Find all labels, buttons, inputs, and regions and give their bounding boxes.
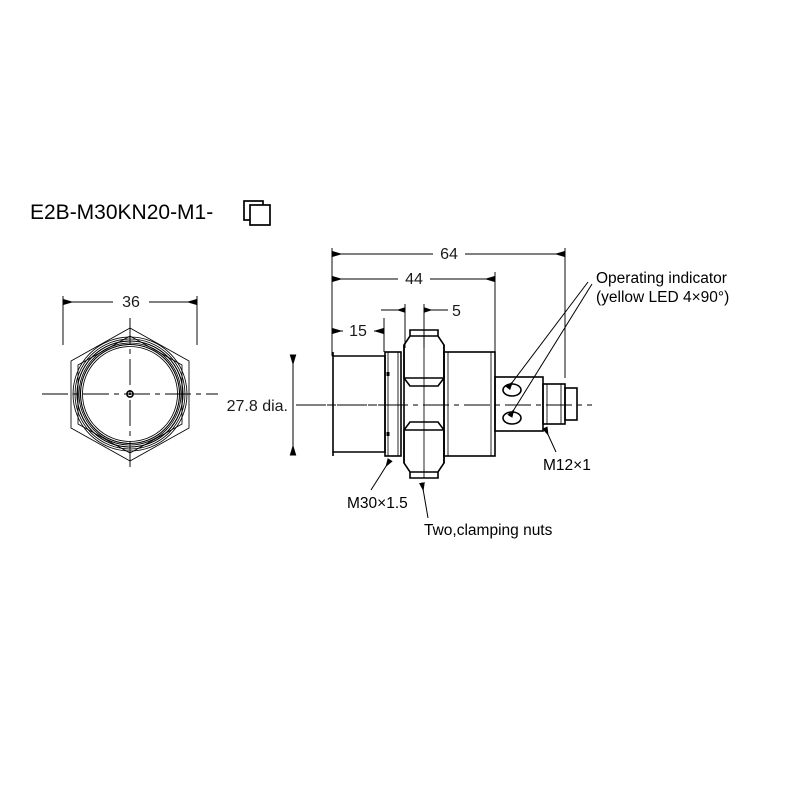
dimension-label-36: 36 — [122, 294, 140, 311]
dimension-label-64: 64 — [440, 246, 458, 263]
led-indicator-upper — [502, 383, 522, 397]
sensor-barrel-body — [332, 352, 386, 456]
connector-collar — [494, 376, 544, 432]
dimension-label-44: 44 — [405, 271, 423, 288]
callout-m30-thread: M30×1.5 — [347, 458, 408, 512]
front-hexagon-view: 36 — [42, 290, 218, 470]
callout-label-m12: M12×1 — [543, 457, 591, 474]
center-point-mark — [126, 390, 134, 398]
callout-label-operating-indicator-line1: Operating indicator — [596, 270, 727, 287]
thread-tick-upper — [386, 372, 390, 376]
led-indicator-lower — [502, 411, 522, 425]
threaded-shank — [384, 351, 402, 457]
dimension-15-group: 15 — [331, 320, 385, 341]
leader-m12 — [542, 426, 557, 453]
part-number-title-group: E2B-M30KN20-M1- — [30, 200, 271, 226]
dim-44-text-mask — [398, 268, 430, 289]
side-profile-view: 64 44 5 15 27.8 d — [227, 243, 592, 479]
rear-body-rect — [443, 351, 496, 457]
nut-bottom-cap — [409, 472, 439, 479]
connector-thread-rect — [542, 383, 566, 425]
dim-64-text-mask — [433, 243, 465, 264]
page-title: E2B-M30KN20-M1- — [30, 201, 213, 224]
shank-rect — [384, 351, 402, 457]
leader-clamping-nuts — [419, 482, 429, 519]
collar-rect — [494, 376, 544, 432]
barrel-outline — [332, 352, 386, 456]
title-placeholder-box-2 — [249, 204, 271, 226]
callout-m12-thread: M12×1 — [542, 426, 591, 474]
callout-label-clamping-nuts: Two,clamping nuts — [424, 522, 553, 539]
callout-clamping-nuts: Two,clamping nuts — [419, 482, 553, 539]
callout-label-m30: M30×1.5 — [347, 495, 408, 512]
dim-15-text-mask — [343, 320, 374, 341]
nut-top-cap — [409, 329, 439, 336]
callout-label-operating-indicator-line2: (yellow LED 4×90°) — [596, 289, 729, 306]
dimension-label-27-8-dia: 27.8 dia. — [227, 398, 288, 415]
dim-36-text-mask — [113, 290, 149, 312]
leader-operating-indicator-lower — [507, 283, 593, 418]
sensor-rear-body — [443, 351, 496, 457]
connector-cap-rect — [564, 387, 578, 421]
dimension-label-15: 15 — [349, 323, 367, 340]
dimension-64-group: 64 — [331, 243, 566, 264]
dimension-44-group: 44 — [331, 268, 496, 289]
thread-tick-lower — [386, 432, 390, 436]
clamping-nuts-group — [403, 329, 445, 479]
title-placeholder-boxes — [243, 200, 271, 226]
dimension-label-5: 5 — [452, 303, 461, 320]
dimension-36-group: 36 — [62, 290, 198, 345]
callout-operating-indicator: Operating indicator (yellow LED 4×90°) — [505, 270, 729, 418]
dimension-5-group: 5 — [381, 303, 461, 320]
leader-m30 — [370, 458, 393, 491]
m12-connector — [542, 383, 578, 425]
leader-operating-indicator-upper — [505, 281, 589, 391]
